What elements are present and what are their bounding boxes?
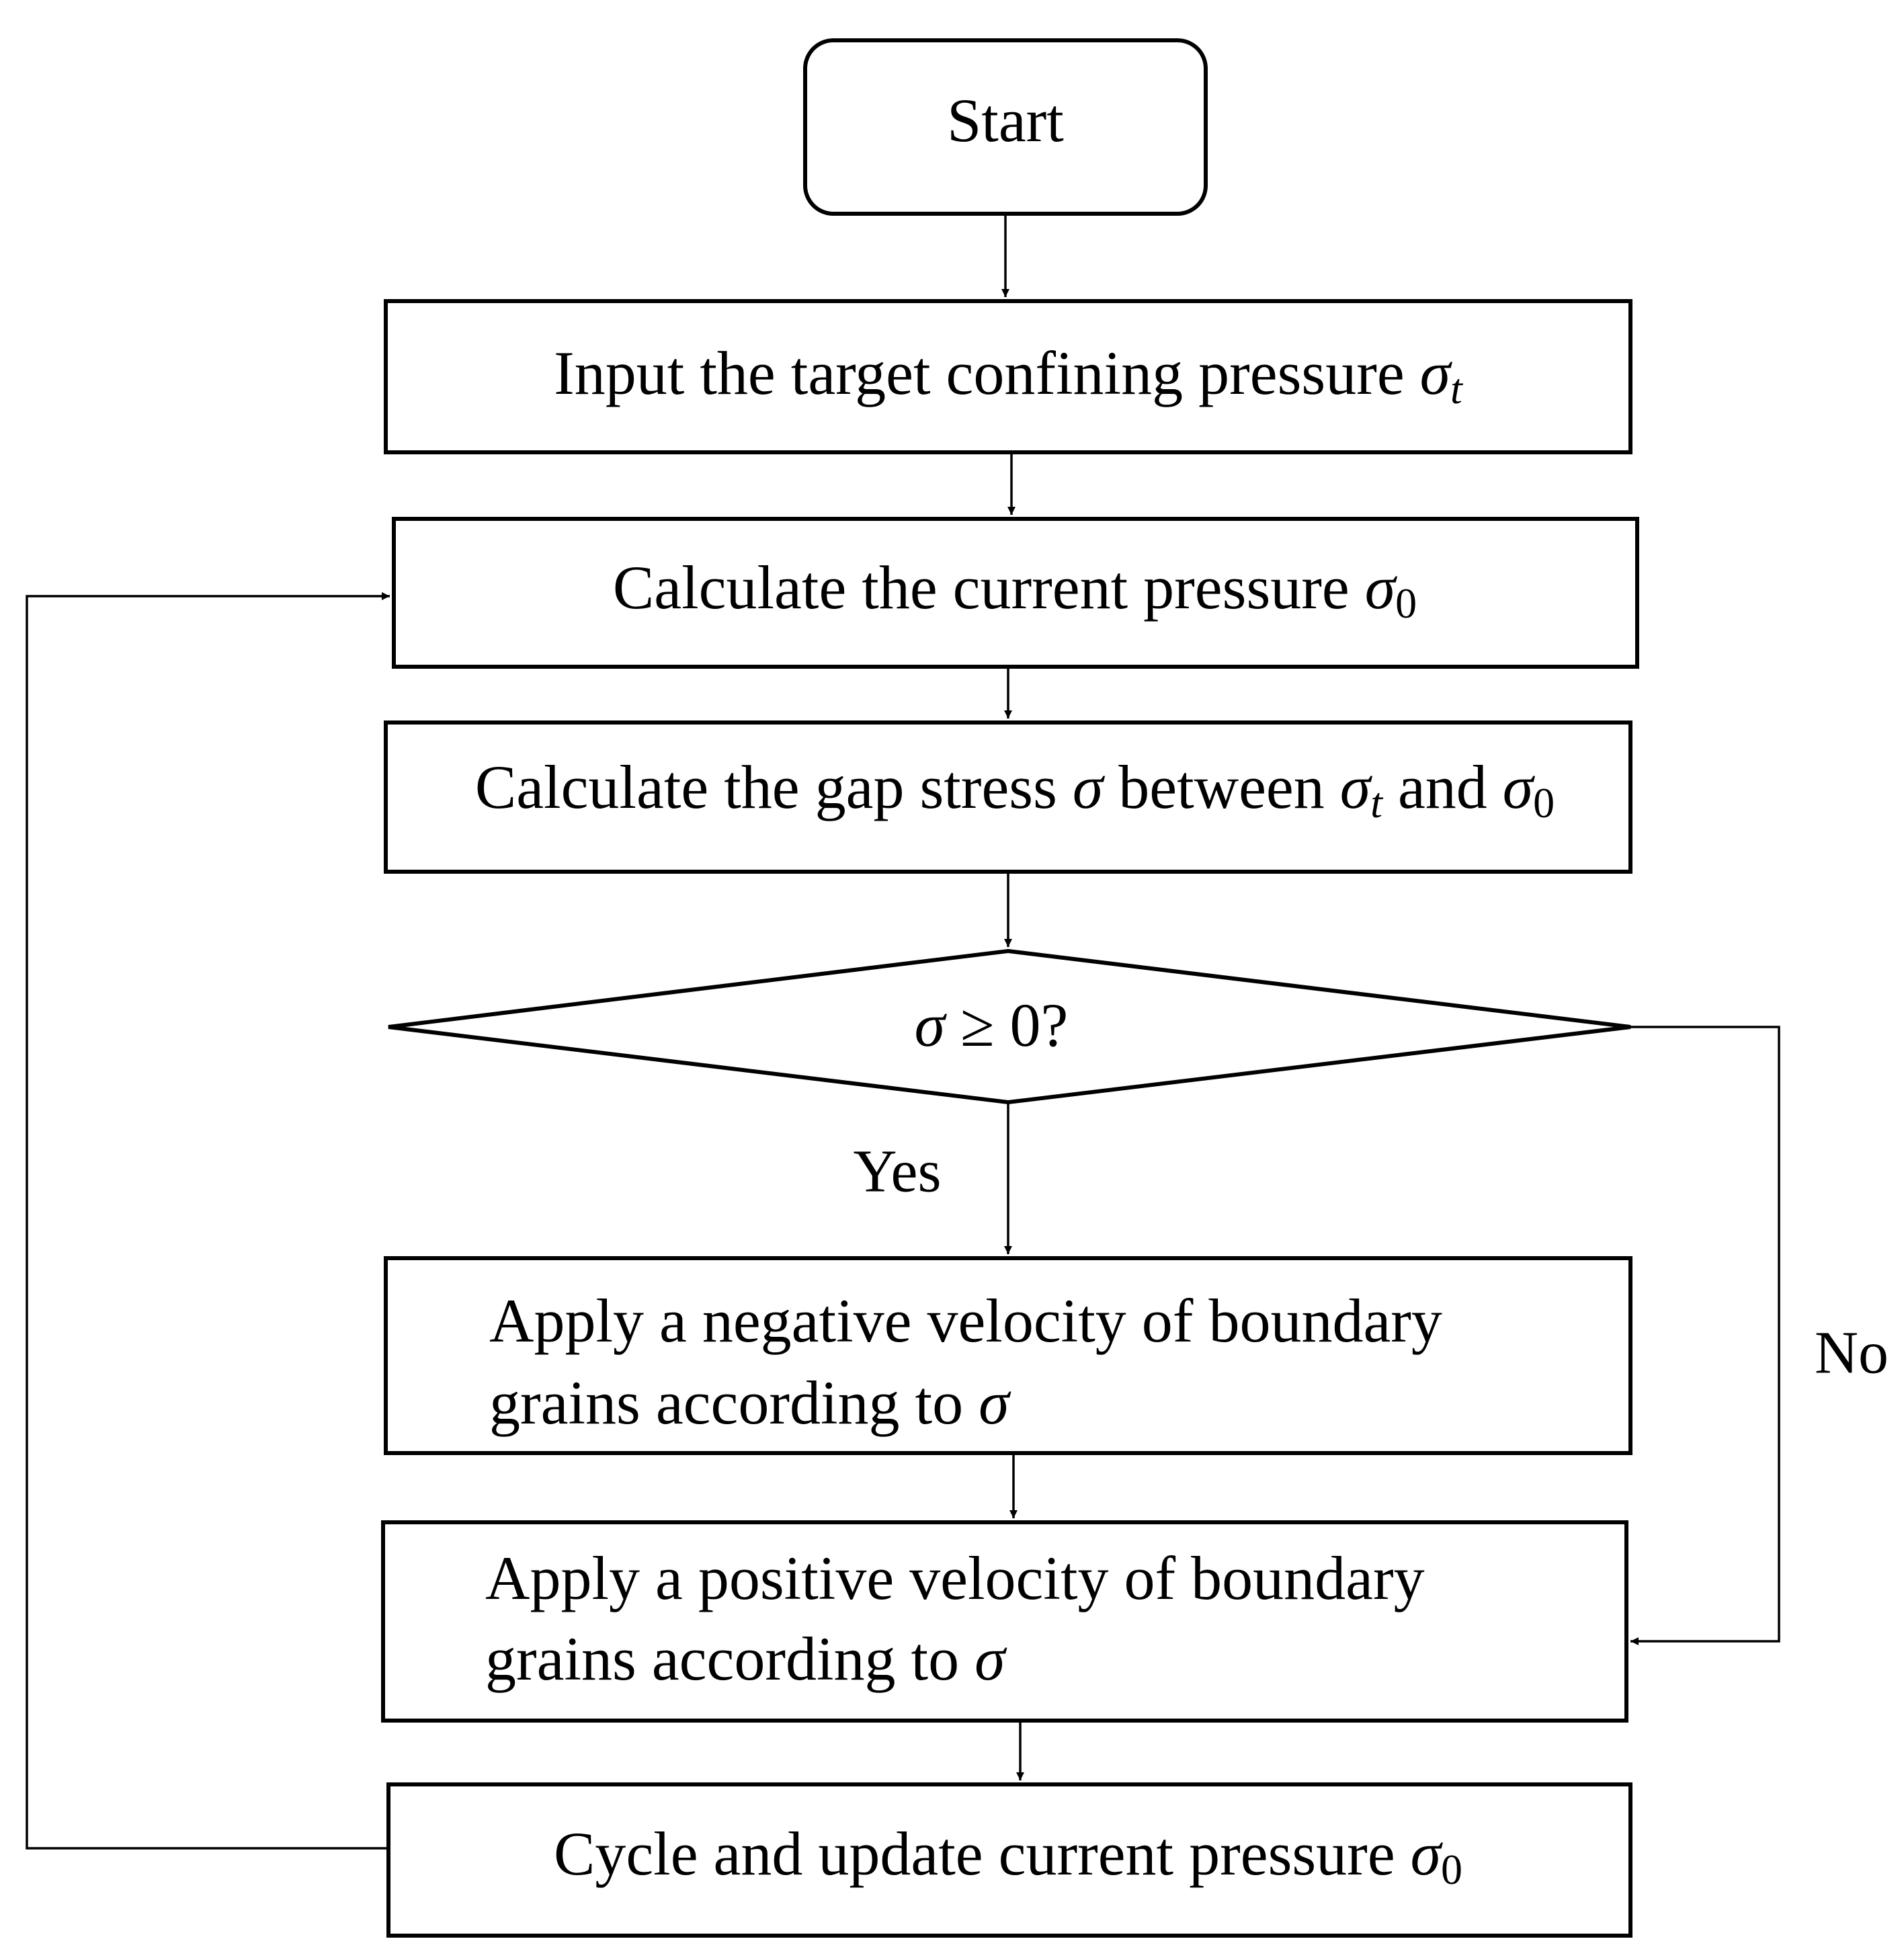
cycle-update-box: Cycle and update current pressure σ0 (386, 1782, 1632, 1938)
start-node: Start (803, 38, 1208, 216)
subscript: t (1450, 365, 1464, 413)
calc-gap-box-shape (384, 720, 1632, 874)
positive-line-1: Apply a positive velocity of boundary (485, 1544, 1425, 1612)
negative-line-2-text: grains according to (489, 1368, 979, 1437)
apply-positive-velocity-box: Apply a positive velocity of boundary gr… (381, 1520, 1628, 1723)
cycle-text: Cycle and update current pressure (554, 1819, 1411, 1888)
decision-diamond-shape (388, 948, 1631, 1105)
negative-line-2: grains according to σ (489, 1368, 1011, 1437)
calc-gap-text: Calculate the gap stress (475, 753, 1073, 821)
positive-line-2-text: grains according to (485, 1624, 975, 1693)
cycle-box-shape (386, 1782, 1632, 1938)
edge-label-no: No (1815, 1320, 1889, 1387)
calc-current-text: Calculate the current pressure (613, 553, 1365, 622)
decision-condition: ≥ 0? (945, 991, 1068, 1059)
calc-gap-and: and (1382, 753, 1503, 821)
sigma-symbol: σ (1503, 753, 1536, 821)
decision-node: σ ≥ 0? (388, 948, 1631, 1105)
sigma-symbol: σ (979, 1368, 1011, 1437)
negative-line-1: Apply a negative velocity of boundary (489, 1286, 1442, 1355)
subscript: t (1370, 779, 1384, 827)
calculate-gap-stress-box: Calculate the gap stress σ between σt an… (384, 720, 1632, 874)
sigma-symbol: σ (975, 1624, 1007, 1693)
sigma-symbol: σ (1411, 1819, 1444, 1888)
arrow-decision-no (1630, 1026, 1780, 1645)
decision-label: σ ≥ 0? (915, 991, 1069, 1059)
sigma-symbol: σ (1073, 753, 1106, 821)
start-shape (803, 38, 1208, 216)
input-box-label: Input the target confining pressure σt (554, 339, 1464, 413)
subscript: 0 (1395, 579, 1417, 627)
sigma-symbol: σ (915, 991, 948, 1059)
sigma-symbol: σ (1340, 753, 1373, 821)
calculate-current-pressure-box: Calculate the current pressure σ0 (392, 517, 1639, 669)
input-text: Input the target confining pressure (554, 339, 1420, 407)
positive-line-2: grains according to σ (485, 1624, 1007, 1693)
cycle-box-label: Cycle and update current pressure σ0 (554, 1819, 1462, 1893)
calc-current-box-label: Calculate the current pressure σ0 (613, 553, 1417, 627)
negative-box-shape (384, 1256, 1632, 1455)
subscript: 0 (1441, 1846, 1462, 1893)
calc-gap-between: between (1103, 753, 1340, 821)
input-box-shape (384, 299, 1632, 454)
input-target-pressure-box: Input the target confining pressure σt (384, 299, 1632, 454)
subscript: 0 (1533, 779, 1555, 827)
start-label: Start (947, 86, 1064, 155)
arrow-loop-back (26, 592, 390, 1850)
positive-box-shape (381, 1520, 1628, 1723)
sigma-symbol: σ (1420, 339, 1453, 407)
apply-negative-velocity-box: Apply a negative velocity of boundary gr… (384, 1256, 1632, 1455)
calc-gap-box-label: Calculate the gap stress σ between σt an… (475, 753, 1555, 827)
calc-current-box-shape (392, 517, 1639, 669)
edge-label-yes: Yes (854, 1139, 942, 1205)
sigma-symbol: σ (1365, 553, 1398, 622)
